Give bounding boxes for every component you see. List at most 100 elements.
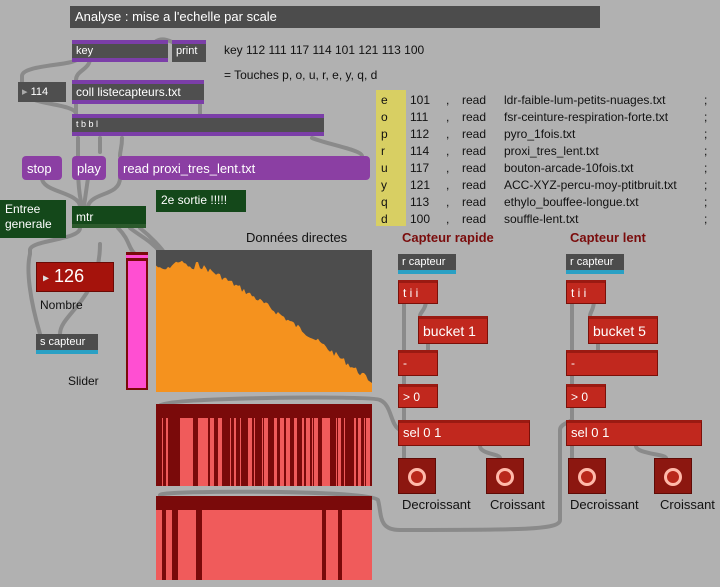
- nombre-comment: Nombre: [40, 298, 83, 312]
- coll-entry-key: p: [381, 127, 388, 141]
- minus-lent[interactable]: -: [566, 350, 658, 376]
- raster-bar: [308, 418, 310, 486]
- greater-lent[interactable]: > 0: [566, 384, 606, 408]
- bang-croissant-rapide[interactable]: [486, 458, 524, 494]
- coll-entry-code: 100: [410, 212, 431, 226]
- entree-generale-text: Entree generale: [5, 202, 52, 231]
- patch-title-text: Analyse : mise a l'echelle par scale: [75, 9, 277, 24]
- raster-bar: [294, 418, 297, 486]
- raster-bar: [254, 418, 255, 486]
- raster-display-croissant: [156, 496, 372, 580]
- coll-entry-key: e: [381, 93, 388, 107]
- stop-message[interactable]: stop: [22, 156, 62, 180]
- coll-entry-code: 113: [410, 195, 430, 209]
- bang-decroissant-lent[interactable]: [568, 458, 606, 494]
- capteur-lent-title: Capteur lent: [570, 230, 646, 245]
- coll-object[interactable]: coll listecapteurs.txt: [72, 80, 204, 104]
- raster-bar: [156, 510, 162, 580]
- vertical-slider[interactable]: [126, 252, 148, 390]
- coll-entry-code: 111: [410, 110, 429, 124]
- raster-bar: [360, 418, 361, 486]
- coll-entry-file: pyro_1fois.txt: [504, 127, 576, 141]
- receive-capteur-rapide-label: r capteur: [402, 256, 446, 268]
- capteur-rapide-title: Capteur rapide: [402, 230, 494, 245]
- bang-circle-icon: [578, 468, 596, 486]
- bang-decroissant-rapide[interactable]: [398, 458, 436, 494]
- minus-rapide-label: -: [403, 356, 407, 370]
- receive-capteur-rapide[interactable]: r capteur: [398, 254, 456, 274]
- coll-entry-end: ;: [704, 161, 708, 175]
- raster-bar: [262, 418, 263, 486]
- sel-rapide-label: sel 0 1: [403, 425, 442, 440]
- raster-bar: [188, 418, 190, 486]
- coll-entry-sep: ,: [446, 212, 450, 226]
- raster-bar: [218, 418, 222, 486]
- number-arrow-icon: ▸: [43, 270, 50, 285]
- raster-bar: [340, 418, 341, 486]
- deuxieme-sortie-comment: 2e sortie !!!!!: [156, 190, 246, 212]
- send-capteur-label: s capteur: [40, 336, 86, 348]
- receive-capteur-lent[interactable]: r capteur: [566, 254, 624, 274]
- greater-rapide[interactable]: > 0: [398, 384, 438, 408]
- bang-croissant-lent[interactable]: [654, 458, 692, 494]
- coll-entry-key: q: [381, 195, 388, 209]
- coll-entry-sep: ,: [446, 195, 450, 209]
- trigger-lent[interactable]: t i i: [566, 280, 606, 304]
- coll-entry-cmd: read: [462, 110, 487, 124]
- raster-bar: [338, 418, 340, 486]
- raster-bar: [248, 418, 251, 486]
- raster-bar: [240, 418, 241, 486]
- coll-entry-code: 112: [410, 127, 430, 141]
- bucket-lent-label: bucket 5: [593, 323, 646, 339]
- coll-entry-cmd: read: [462, 93, 487, 107]
- coll-entry-code: 121: [410, 178, 431, 192]
- number-box-114[interactable]: ▸ 114: [18, 82, 66, 102]
- key-object[interactable]: key: [72, 40, 168, 62]
- coll-entry-key: o: [381, 110, 388, 124]
- raster-bar: [180, 418, 182, 486]
- trigger-rapide[interactable]: t i i: [398, 280, 438, 304]
- multislider-graph[interactable]: [156, 250, 372, 392]
- sel-lent[interactable]: sel 0 1: [566, 420, 702, 446]
- coll-entry-key: r: [381, 144, 385, 158]
- raster-bar: [354, 418, 356, 486]
- deuxieme-sortie-text: 2e sortie !!!!!: [161, 193, 228, 207]
- mtr-object[interactable]: mtr: [72, 206, 146, 228]
- coll-entry-cmd: read: [462, 178, 487, 192]
- slider-fill: [128, 261, 146, 388]
- raster-bar: [200, 418, 201, 486]
- coll-entry-code: 114: [410, 144, 430, 158]
- sel-rapide[interactable]: sel 0 1: [398, 420, 530, 446]
- trigger-object[interactable]: t b b l: [72, 114, 324, 136]
- raster-bar: [336, 418, 337, 486]
- raster-1-area: [162, 418, 370, 486]
- raster-bar: [204, 418, 208, 486]
- print-object[interactable]: print: [172, 40, 206, 62]
- play-message[interactable]: play: [72, 156, 106, 180]
- bucket-lent[interactable]: bucket 5: [588, 316, 658, 344]
- coll-entry-file: proxi_tres_lent.txt: [504, 144, 599, 158]
- raster-bar: [166, 510, 172, 580]
- raster-bar: [322, 418, 324, 486]
- read-message[interactable]: read proxi_tres_lent.txt: [118, 156, 370, 180]
- bucket-rapide[interactable]: bucket 1: [418, 316, 488, 344]
- entree-generale-comment: Entree generale: [0, 200, 66, 238]
- raster-bar: [328, 418, 330, 486]
- raster-bar: [366, 418, 370, 486]
- slider-comment: Slider: [68, 374, 99, 388]
- croissant-rapide-comment: Croissant: [490, 497, 545, 512]
- send-capteur[interactable]: s capteur: [36, 334, 98, 354]
- minus-rapide[interactable]: -: [398, 350, 438, 376]
- coll-entry-key: d: [381, 212, 388, 226]
- graph-fill: [156, 260, 372, 392]
- number-box-nombre[interactable]: ▸ 126: [36, 262, 114, 292]
- coll-entry-cmd: read: [462, 212, 487, 226]
- coll-entry-sep: ,: [446, 144, 450, 158]
- coll-entry-key: y: [381, 178, 387, 192]
- raster-bar: [274, 418, 277, 486]
- bang-circle-icon: [496, 468, 514, 486]
- coll-entry-cmd: read: [462, 161, 487, 175]
- coll-entry-file: bouton-arcade-10fois.txt: [504, 161, 634, 175]
